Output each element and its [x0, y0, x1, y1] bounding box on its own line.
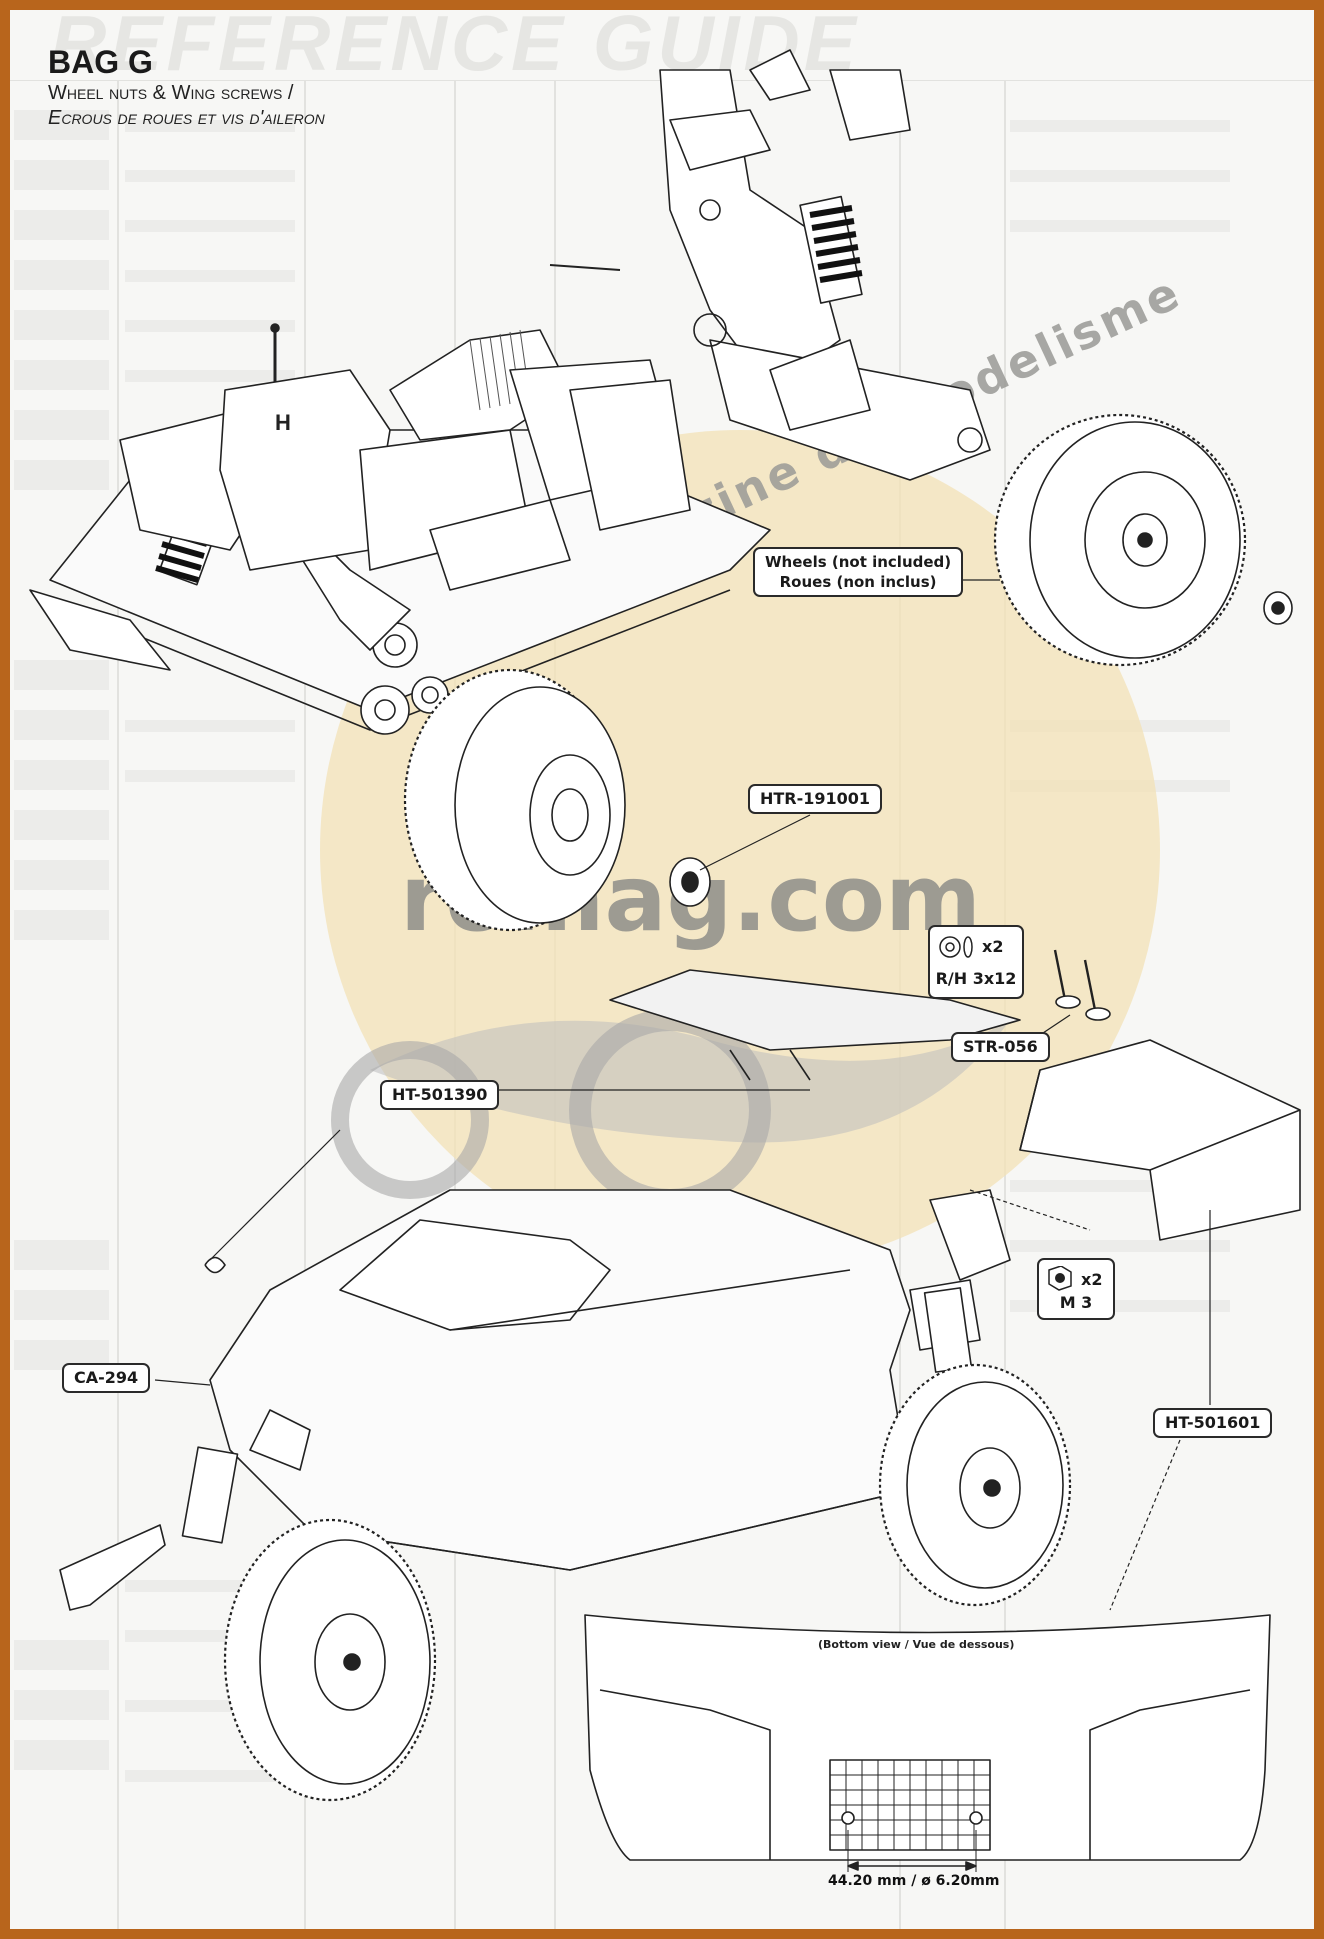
- screw-quantity: x2: [982, 937, 1004, 956]
- wheels-callout-en: Wheels (not included): [765, 553, 952, 571]
- subtitle-english: Wheel nuts & Wing screws /: [48, 82, 294, 104]
- screw-size: R/H 3x12: [935, 969, 1017, 988]
- wheel-bottom-left: [223, 1518, 437, 1802]
- washer-screw-icon: [939, 936, 973, 958]
- svg-text:H: H: [275, 410, 291, 435]
- wing-bottom-view: [584, 1614, 1271, 1872]
- wheel-nut-right: [1263, 591, 1293, 625]
- part-label-str-056: STR-056: [951, 1032, 1050, 1062]
- part-label-ht-501601: HT-501601: [1153, 1408, 1273, 1438]
- part-label-htr-191001: HTR-191001: [748, 784, 883, 814]
- wheel-nut-middle: [669, 857, 711, 907]
- assembly-drawing: H: [29, 49, 1301, 1872]
- body-clip: [204, 1256, 226, 1274]
- nut-icon: [1048, 1266, 1072, 1291]
- chassis-drawing: H: [29, 49, 991, 735]
- page-heading: BAG G Wheel nuts & Wing screws / Ecrous …: [48, 44, 325, 130]
- part-label-ca-294: CA-294: [62, 1363, 151, 1393]
- instruction-page: REFERENCE GUIDE: [10, 10, 1314, 1929]
- rear-wing-upper: [609, 969, 1021, 1081]
- wheel-middle: [403, 668, 626, 932]
- wheel-top-right: [993, 413, 1247, 667]
- rear-wing-body: [1019, 1039, 1301, 1241]
- car-with-body: [59, 1189, 1011, 1611]
- part-label-ht-501390: HT-501390: [380, 1080, 500, 1110]
- wing-dimension: 44.20 mm / ø 6.20mm: [828, 1873, 1000, 1889]
- screw-hardware-box: x2 R/H 3x12: [928, 925, 1024, 999]
- subtitle-french: Ecrous de roues et vis d'aileron: [48, 107, 325, 129]
- wheels-callout: Wheels (not included) Roues (non inclus): [753, 547, 964, 597]
- wheels-callout-fr: Roues (non inclus): [779, 573, 937, 591]
- nut-size: M 3: [1059, 1293, 1093, 1312]
- wheel-bottom-right: [878, 1363, 1072, 1607]
- nut-quantity: x2: [1081, 1270, 1103, 1289]
- bag-title: BAG G: [48, 44, 153, 80]
- nut-hardware-box: x2 M 3: [1037, 1258, 1115, 1320]
- bottom-view-note: (Bottom view / Vue de dessous): [818, 1638, 1015, 1651]
- wing-screws: [1053, 949, 1111, 1021]
